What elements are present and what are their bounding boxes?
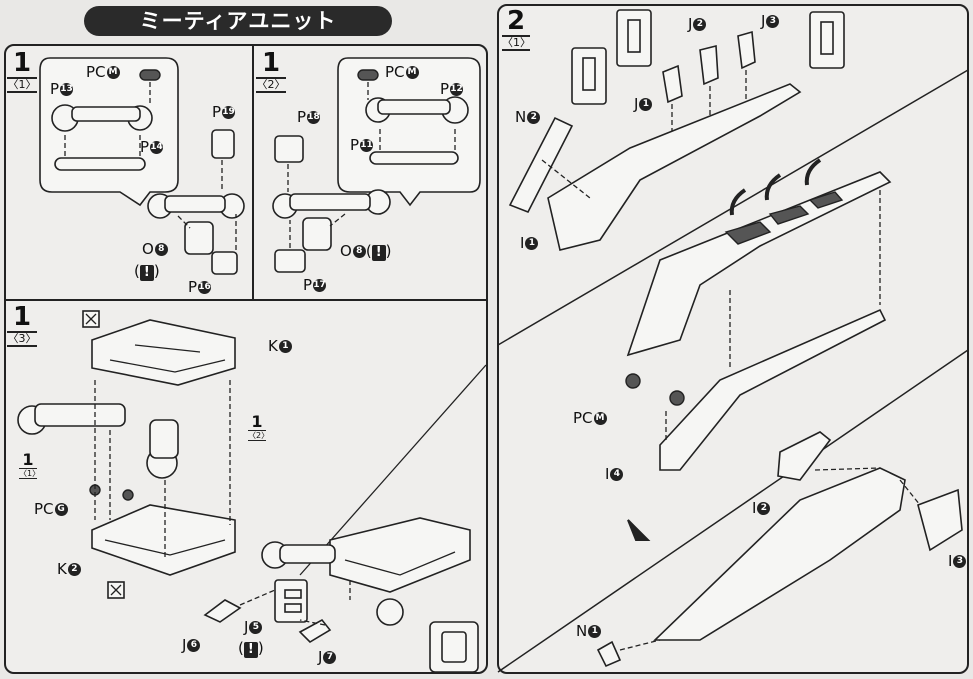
ref-step-1-1: 1〈1〉 [19,450,41,479]
ref-step-1-2: 1〈2〉 [248,412,270,441]
warning-icon: ! [371,245,386,261]
label-p19: P19 [212,103,236,121]
label-p12: P12 [440,80,464,98]
step1-1-header: 1〈1〉 [7,48,37,93]
label-p11: P11 [350,136,374,154]
label-p16: P16 [188,278,212,296]
step1-3-header: 1〈3〉 [7,302,37,347]
label-p18: P18 [297,108,321,126]
label-p17: P17 [303,276,327,294]
label-j5-warning: (!) [238,639,264,658]
warning-icon: ! [139,265,154,281]
label-p13: P13 [50,80,74,98]
step2-1-header: 2〈1〉 [502,6,531,51]
step1-2-header: 1〈2〉 [256,48,286,93]
warning-icon: ! [243,642,258,658]
label-p14: P14 [140,138,164,156]
page-title: ミーティアユニット [84,6,392,36]
label-o8-a-warning: (!) [134,262,160,281]
